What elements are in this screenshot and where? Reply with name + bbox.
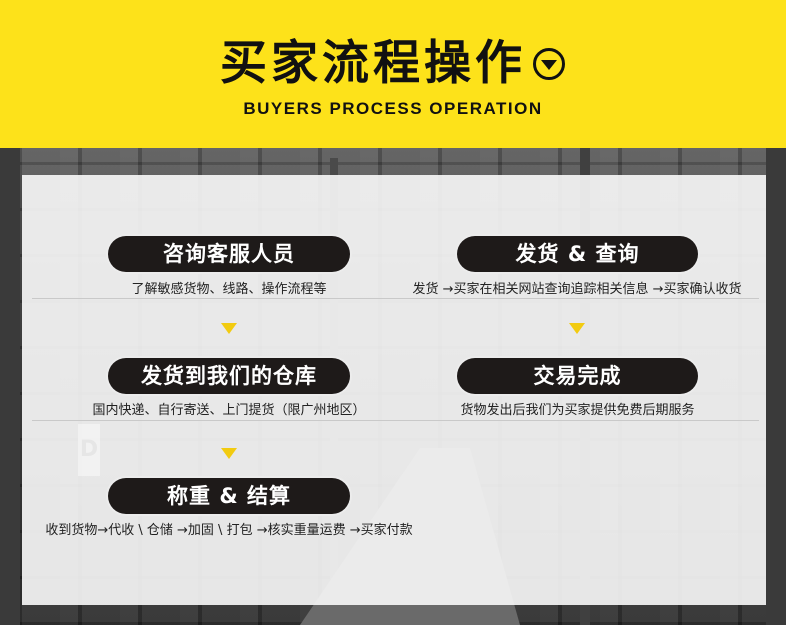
step-weigh-pill: 称重 & 结算	[108, 478, 350, 514]
arrow-down-icon	[221, 323, 237, 334]
row-divider	[32, 298, 759, 299]
arrow-down-icon	[569, 323, 585, 334]
arrow-down-icon	[221, 448, 237, 459]
chevron-down-circle-icon	[533, 48, 565, 80]
step-done-desc: 货物发出后我们为买家提供免费后期服务	[460, 403, 695, 418]
step-consult-desc: 了解敏感货物、线路、操作流程等	[131, 282, 327, 297]
header-banner: 买家流程操作 BUYERS PROCESS OPERATION	[0, 0, 786, 148]
step-ship-desc: 发货 →买家在相关网站查询追踪相关信息 →买家确认收货	[412, 282, 742, 297]
step-consult-pill: 咨询客服人员	[108, 236, 350, 272]
step-weigh-desc: 收到货物→代收 \ 仓储 →加固 \ 打包 →核实重量运费 →买家付款	[45, 523, 413, 538]
step-warehouse-pill: 发货到我们的仓库	[108, 358, 350, 394]
page-subtitle: BUYERS PROCESS OPERATION	[243, 99, 543, 118]
step-ship-pill: 发货 & 查询	[457, 236, 698, 272]
row-divider	[32, 420, 759, 421]
step-done-pill: 交易完成	[457, 358, 698, 394]
step-warehouse-desc: 国内快递、自行寄送、上门提货（限广州地区）	[92, 403, 366, 418]
title-row: 买家流程操作	[0, 34, 786, 94]
page-title: 买家流程操作	[220, 36, 526, 91]
